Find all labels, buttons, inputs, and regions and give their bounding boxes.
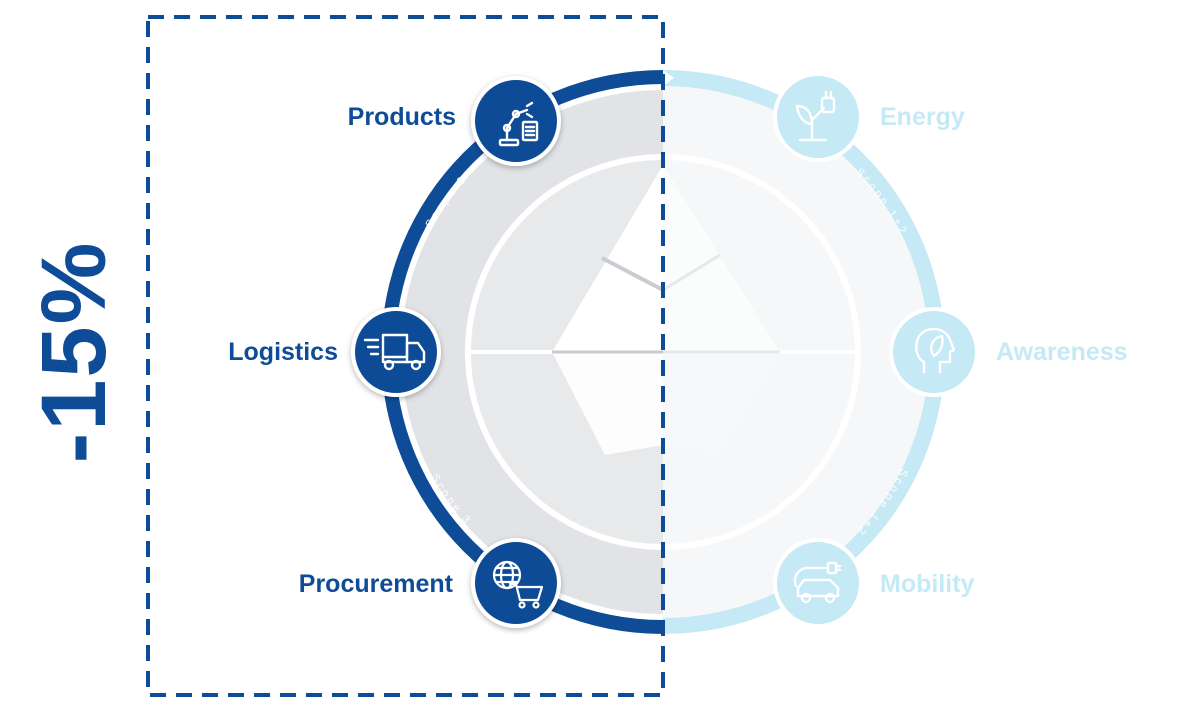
category-label-mobility: Mobility <box>880 570 975 598</box>
category-label-logistics: Logistics <box>228 338 338 366</box>
category-label-products: Products <box>347 103 456 131</box>
robot-arm-icon <box>498 101 539 147</box>
products-badge[interactable] <box>471 76 561 166</box>
category-label-procurement: Procurement <box>298 570 453 598</box>
reduction-percentage: -15% <box>23 240 125 464</box>
mobility-badge[interactable] <box>773 538 863 628</box>
delivery-truck-icon <box>363 333 426 371</box>
globe-shopping-cart-icon <box>492 560 544 609</box>
electric-car-icon <box>793 561 842 604</box>
head-leaf-icon <box>915 327 956 374</box>
center-crystal <box>552 165 780 455</box>
category-label-awareness: Awareness <box>996 338 1128 366</box>
awareness-badge[interactable] <box>889 307 979 397</box>
category-label-energy: Energy <box>880 103 965 131</box>
split-marker-icon <box>663 70 674 86</box>
plant-plug-icon <box>795 90 836 142</box>
energy-badge[interactable] <box>773 72 863 162</box>
logistics-badge[interactable] <box>351 307 441 397</box>
